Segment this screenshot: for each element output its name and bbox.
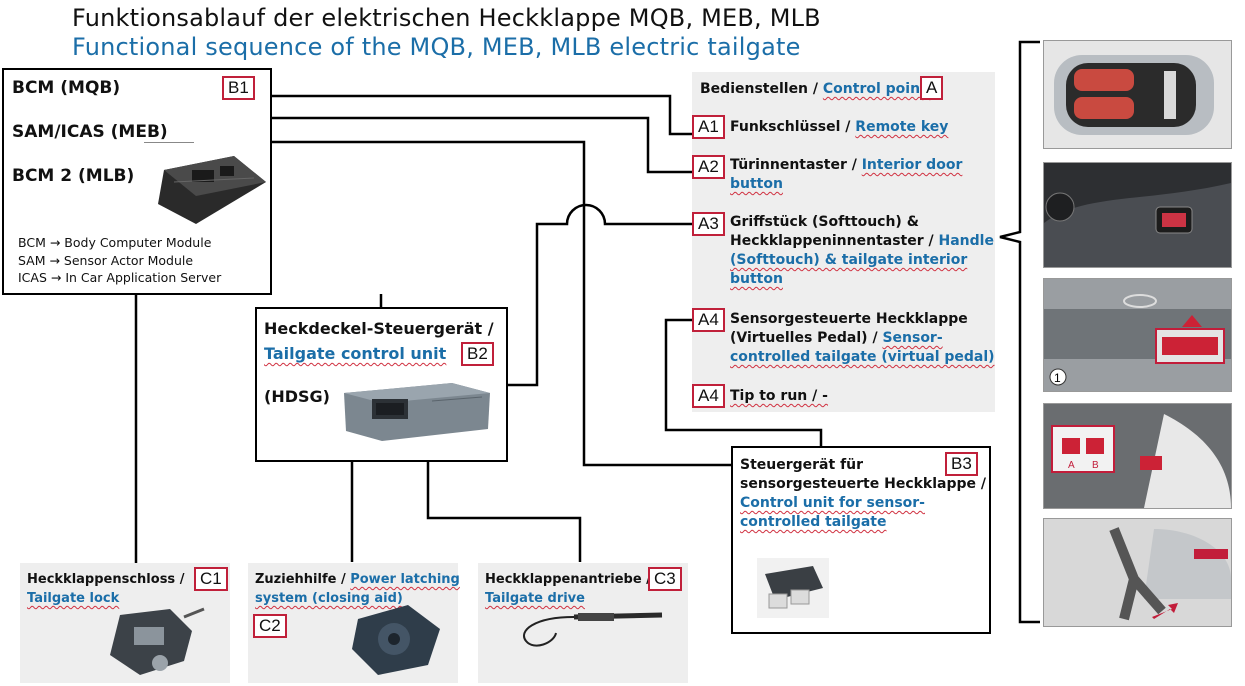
a1-en: Remote key xyxy=(855,119,949,135)
b1-line3: BCM 2 (MLB) xyxy=(12,166,135,186)
a-header-en: Control points xyxy=(822,81,936,97)
a3-en3: button xyxy=(730,271,783,287)
photo-interior-door xyxy=(1043,162,1232,268)
a3-de1: Griffstück (Softtouch) & xyxy=(730,214,919,230)
c2-tag: C2 xyxy=(253,614,287,638)
a-header: Bedienstellen / Control points xyxy=(700,80,935,99)
b1-legend: BCM → Body Computer Module SAM → Sensor … xyxy=(18,234,221,287)
b2-line3: (HDSG) xyxy=(264,387,330,406)
hdsg-module-image xyxy=(344,383,490,441)
b3-box: Steuergerät für sensorgesteuerte Heckkla… xyxy=(731,446,991,634)
line-b1-b3 xyxy=(271,140,732,467)
photo-handle-softtouch: 1 xyxy=(1043,278,1232,392)
title-german: Funktionsablauf der elektrischen Heckkla… xyxy=(72,4,821,32)
c1-text: Heckklappenschloss / Tailgate lock xyxy=(27,570,184,608)
c2-de: Zuziehhilfe / xyxy=(255,572,351,587)
b3-module-image xyxy=(757,558,829,618)
b3-tag: B3 xyxy=(945,452,978,476)
a1-text: Funkschlüssel / Remote key xyxy=(730,118,948,137)
a4-tag: A4 xyxy=(692,308,725,332)
b1-box: BCM (MQB) SAM/ICAS (MEB) BCM 2 (MLB) BCM… xyxy=(2,68,272,295)
b1-legend-sam: SAM → Sensor Actor Module xyxy=(18,252,194,268)
a4-de1: Sensorgesteuerte Heckklappe xyxy=(730,311,968,327)
b1-legend-icas: ICAS → In Car Application Server xyxy=(18,270,222,285)
a3-de2: Heckklappeninnentaster / xyxy=(730,233,939,249)
b2-box: Heckdeckel-Steuergerät / Tailgate contro… xyxy=(255,307,508,462)
photo-tailgate-interior: A B xyxy=(1043,403,1232,509)
tailgate-lock-image xyxy=(110,607,205,675)
c2-en1: Power latching xyxy=(350,572,460,587)
photo-number-label: 1 xyxy=(1054,371,1061,385)
a1-tag: A1 xyxy=(692,115,725,139)
a-tag: A xyxy=(920,76,944,100)
c3-panel: Heckklappenantriebe / Tailgate drive xyxy=(478,563,688,683)
photo-remote-key xyxy=(1043,40,1232,149)
b3-line1: Steuergerät für xyxy=(740,457,864,473)
a2-text: Türinnentaster / Interior door button xyxy=(730,156,962,194)
b2-tag: B2 xyxy=(461,342,494,366)
c3-en: Tailgate drive xyxy=(485,591,585,606)
a-header-de: Bedienstellen / xyxy=(700,81,823,97)
line-b1-a2 xyxy=(271,116,692,174)
line-b2-a3 xyxy=(507,203,692,387)
a4b-tag: A4 xyxy=(692,384,725,408)
b1-tag: B1 xyxy=(222,76,255,100)
a4-de2: (Virtuelles Pedal) / xyxy=(730,330,883,346)
c3-de: Heckklappenantriebe / xyxy=(485,572,651,587)
a4-en2: controlled tailgate (virtual pedal) xyxy=(730,349,995,365)
a4-text: Sensorgesteuerte Heckklappe (Virtuelles … xyxy=(730,310,995,367)
c1-en: Tailgate lock xyxy=(27,591,120,606)
b3-line2: sensorgesteuerte Heckklappe / xyxy=(740,476,987,492)
photo-bracket xyxy=(999,40,1040,624)
a3-en1: Handle xyxy=(938,233,994,249)
closing-aid-image xyxy=(352,605,440,675)
a2-en2: button xyxy=(730,176,783,192)
b3-line3: Control unit for sensor- xyxy=(740,495,925,511)
tailgate-drive-image xyxy=(523,612,663,647)
c1-tag: C1 xyxy=(194,567,228,591)
a2-de: Türinnentaster / xyxy=(730,157,862,173)
line-b2-c3 xyxy=(426,462,582,562)
a4b-de: Tip to run / - xyxy=(730,388,828,404)
control-points-panel: Bedienstellen / Control points Funkschlü… xyxy=(692,72,995,412)
c1-de: Heckklappenschloss / xyxy=(27,572,185,587)
a3-text: Griffstück (Softtouch) & Heckklappeninne… xyxy=(730,213,994,289)
photo-label-a: A xyxy=(1068,460,1075,471)
b3-text: Steuergerät für sensorgesteuerte Heckkla… xyxy=(740,456,986,532)
title-english: Functional sequence of the MQB, MEB, MLB… xyxy=(72,33,801,61)
c3-tag: C3 xyxy=(648,567,682,591)
bcm-module-image xyxy=(158,156,266,224)
line-b1-a1 xyxy=(271,94,692,136)
c2-text: Zuziehhilfe / Power latching system (clo… xyxy=(255,570,460,608)
line-b3-a4 xyxy=(664,318,823,447)
b3-line4: controlled tailgate xyxy=(740,514,887,530)
a3-en2: (Softtouch) & tailgate interior xyxy=(730,252,968,268)
c2-en2: system (closing aid) xyxy=(255,591,403,606)
a4b-text: Tip to run / - xyxy=(730,387,828,406)
b1-line2: SAM/ICAS (MEB) xyxy=(12,122,168,142)
photo-label-b: B xyxy=(1092,460,1099,471)
b2-line1: Heckdeckel-Steuergerät / xyxy=(264,319,494,338)
b1-line1: BCM (MQB) xyxy=(12,78,121,98)
b1-underline xyxy=(144,142,194,143)
a1-de: Funkschlüssel / xyxy=(730,119,856,135)
a3-tag: A3 xyxy=(692,212,725,236)
a2-tag: A2 xyxy=(692,155,725,179)
a4-en1: Sensor- xyxy=(882,330,943,346)
b1-legend-bcm: BCM → Body Computer Module xyxy=(18,235,212,250)
b2-line2: Tailgate control unit xyxy=(264,344,447,363)
photo-virtual-pedal xyxy=(1043,518,1232,627)
a2-en1: Interior door xyxy=(861,157,963,173)
c3-text: Heckklappenantriebe / Tailgate drive xyxy=(485,570,651,608)
